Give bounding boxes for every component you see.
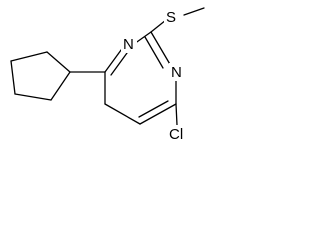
bond-s-methyl [183,7,205,16]
cyclopentane-bond-2 [14,93,52,101]
cyclopentane-bond-1 [50,71,71,101]
atom-n-right: N [171,64,182,81]
bond-c4-c5-double [138,100,169,118]
cyclopentane-bond-4 [10,51,48,62]
bond-c5-c6 [104,103,141,125]
bond-c6-n1-double [110,52,128,76]
bond-c4-cl [175,103,178,126]
bond-c6-n1 [104,45,125,73]
structure-canvas: N N S Cl [0,0,228,155]
molecule-drawing: N N S Cl [10,7,205,143]
bond-c4-c5 [139,103,177,125]
bond-c2-n3 [150,31,172,67]
atom-cl: Cl [169,126,183,143]
atom-s: S [166,9,176,26]
cyclopentane-bond-3 [10,60,16,95]
atom-n-top: N [123,36,134,53]
bond-c2-s [150,19,167,33]
bond-c2-n3-double [144,36,164,69]
cyclopentane-bond-5 [46,51,71,73]
